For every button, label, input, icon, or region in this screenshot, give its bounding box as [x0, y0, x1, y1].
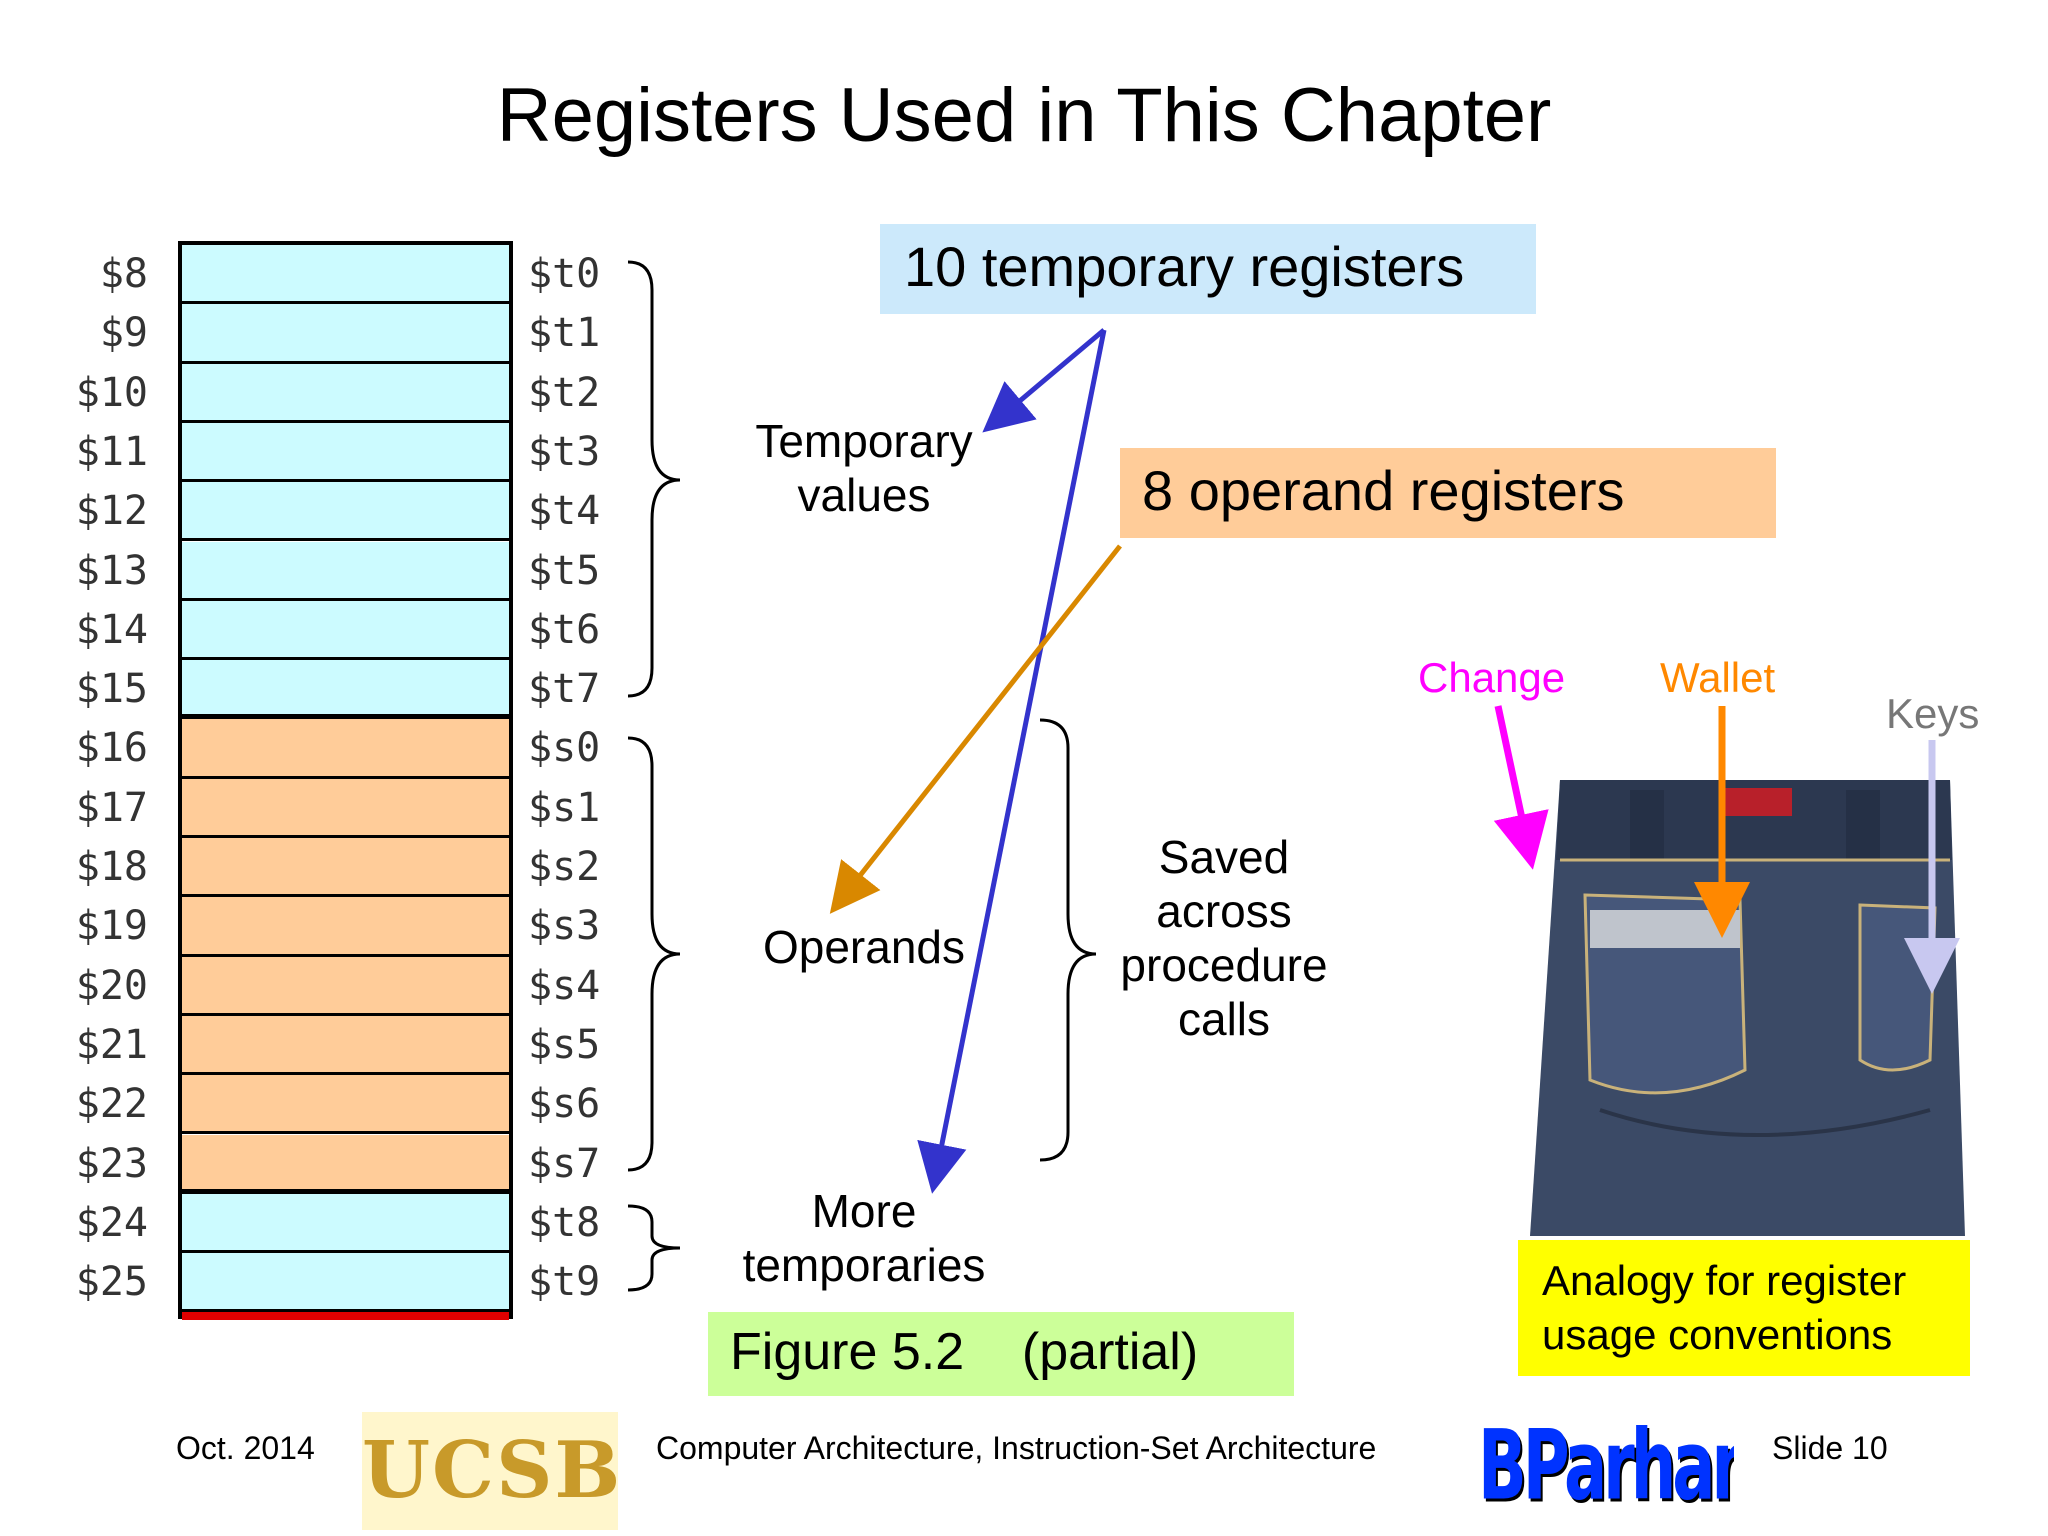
footer-date: Oct. 2014 — [176, 1430, 315, 1466]
callout-operand-registers: 8 operand registers — [1120, 448, 1776, 538]
wallet-label: Wallet — [1660, 654, 1776, 701]
register-cell — [182, 304, 509, 364]
register-number: $14 — [75, 606, 148, 653]
jeans-photo — [1474, 746, 1980, 1236]
register-number: $23 — [75, 1140, 148, 1187]
register-name: $s7 — [528, 1140, 601, 1187]
register-cell — [182, 1253, 509, 1313]
register-cell — [182, 660, 509, 720]
brace-more-temporaries — [627, 1204, 681, 1292]
register-number: $20 — [75, 962, 148, 1009]
author-logo: BParhami — [1478, 1412, 1734, 1522]
arrow-to-temporary-values — [982, 328, 1106, 433]
register-name: $s6 — [528, 1081, 601, 1128]
register-number: $18 — [75, 844, 148, 890]
register-cell — [182, 245, 509, 305]
brace-saved-names — [627, 736, 681, 1172]
register-name: $t0 — [528, 251, 601, 297]
register-number: $17 — [75, 784, 148, 831]
register-cell — [182, 719, 509, 779]
register-number: $25 — [75, 1259, 148, 1306]
brace-temporaries — [627, 260, 681, 698]
register-number: $8 — [99, 251, 148, 297]
register-name: $s3 — [528, 903, 601, 950]
register-name: $s0 — [528, 725, 601, 772]
footer-course: Computer Architecture, Instruction-Set A… — [656, 1430, 1377, 1466]
register-number: $11 — [75, 428, 148, 475]
register-name: $s5 — [528, 1021, 601, 1068]
register-number: $19 — [75, 903, 148, 950]
register-number: $21 — [75, 1021, 148, 1068]
change-pointer — [1493, 705, 1549, 870]
callout-temporary-registers: 10 temporary registers — [880, 224, 1536, 314]
register-cell — [182, 363, 509, 423]
register-cell — [182, 482, 509, 542]
register-number: $22 — [75, 1081, 148, 1128]
arrow-to-more-temporaries — [917, 329, 1107, 1194]
change-label: Change — [1418, 654, 1566, 701]
register-name: $t9 — [528, 1259, 601, 1306]
register-cell — [182, 1134, 509, 1194]
register-cell — [182, 422, 509, 483]
register-name: $t8 — [528, 1199, 601, 1246]
register-name: $t7 — [528, 666, 601, 713]
register-name: $t2 — [528, 369, 601, 416]
register-name: $t6 — [528, 606, 601, 653]
figure-caption: Figure 5.2 (partial) — [708, 1312, 1294, 1396]
register-number: $15 — [75, 666, 148, 713]
slide-title: Registers Used in This Chapter — [496, 73, 1552, 158]
register-cell — [182, 1075, 509, 1135]
register-name: $t4 — [528, 488, 601, 535]
ucsb-logo: UCSB — [362, 1412, 620, 1530]
register-number: $9 — [99, 310, 148, 357]
register-cell — [182, 1193, 509, 1254]
register-number: $16 — [75, 725, 148, 772]
register-cell — [182, 541, 509, 601]
register-cell — [182, 838, 509, 898]
register-column — [178, 241, 513, 1319]
register-cell — [182, 956, 509, 1016]
brace-saved-across-calls — [1039, 718, 1097, 1162]
register-number: $13 — [75, 547, 148, 594]
register-column-bottom-edge — [182, 1312, 509, 1320]
arrow-to-operands — [829, 544, 1122, 914]
register-cell — [182, 897, 509, 957]
register-name: $t1 — [528, 310, 601, 357]
register-cell — [182, 600, 509, 661]
register-name: $s1 — [528, 784, 601, 831]
footer-slide-number: Slide 10 — [1772, 1430, 1888, 1466]
register-cell — [182, 778, 509, 838]
register-number: $12 — [75, 488, 148, 535]
keys-label: Keys — [1886, 690, 1980, 737]
register-name: $t3 — [528, 428, 601, 475]
register-number: $10 — [75, 369, 148, 416]
label-operands: Operands — [762, 921, 965, 973]
register-name: $t5 — [528, 547, 601, 594]
register-name: $s4 — [528, 962, 601, 1009]
register-cell — [182, 1015, 509, 1076]
register-number: $24 — [75, 1199, 148, 1246]
register-name: $s2 — [528, 844, 601, 890]
analogy-caption: Analogy for register usage conventions — [1518, 1240, 1970, 1376]
